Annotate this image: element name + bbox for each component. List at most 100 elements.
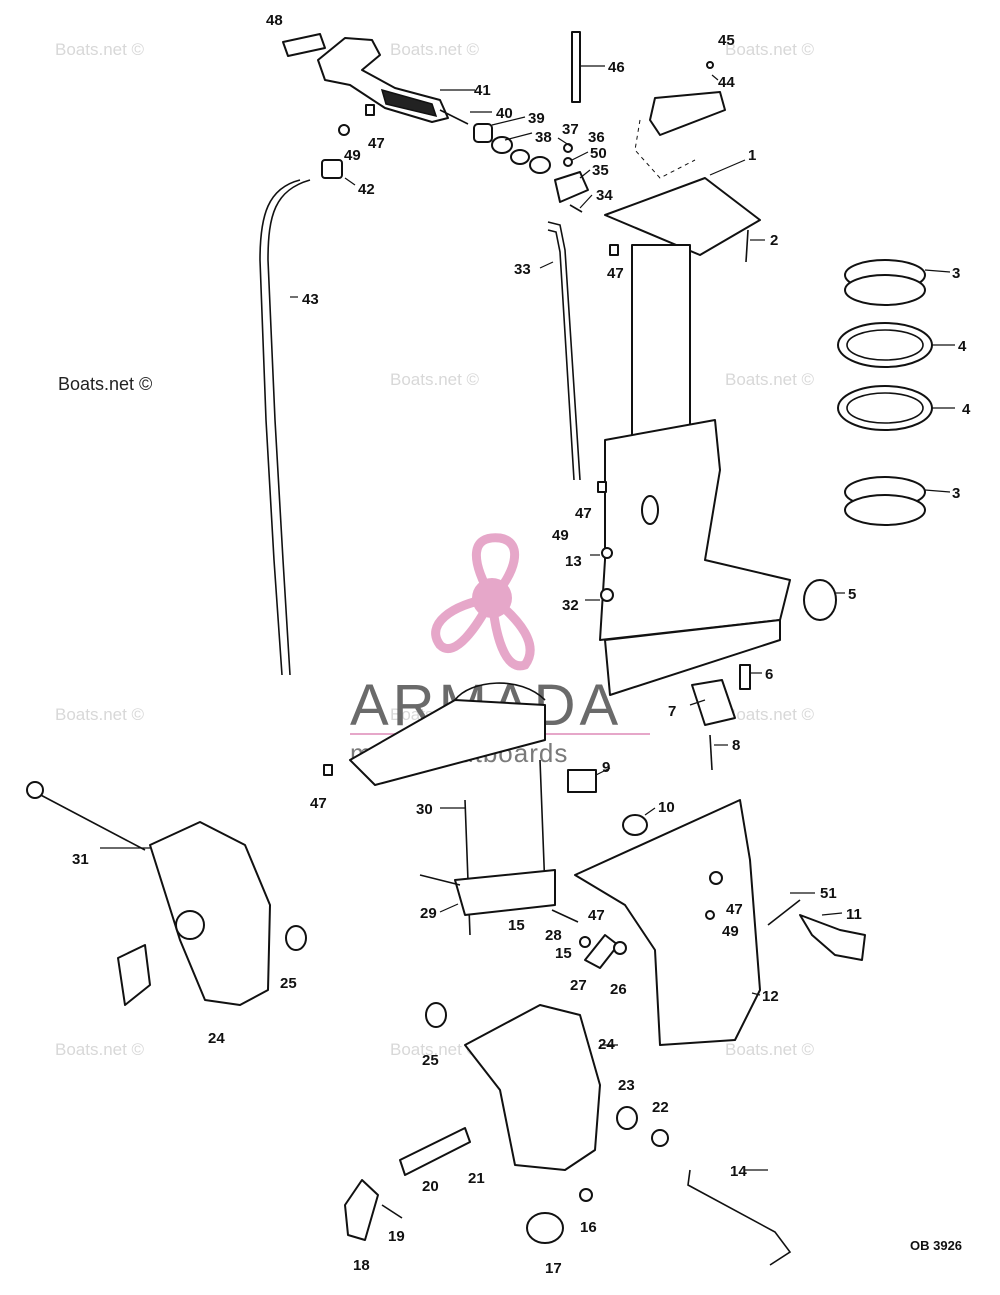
part-38-washer-b bbox=[529, 156, 551, 174]
part-20-clamp-screw bbox=[399, 1127, 471, 1176]
callout-37: 37 bbox=[562, 121, 579, 138]
part-1-tube bbox=[631, 244, 691, 441]
part-47-screw bbox=[365, 104, 375, 116]
part-9-pad bbox=[567, 769, 597, 793]
part-1-skeg bbox=[604, 619, 781, 696]
part-46-pin bbox=[571, 31, 581, 103]
callout-21: 21 bbox=[468, 1170, 485, 1187]
callout-3: 3 bbox=[952, 265, 960, 282]
callout-24: 24 bbox=[598, 1036, 615, 1053]
callout-2: 2 bbox=[770, 232, 778, 249]
part-35-bracket bbox=[554, 171, 589, 203]
part-47-screw-c bbox=[597, 481, 607, 493]
callout-6: 6 bbox=[765, 666, 773, 683]
part-28-pin bbox=[551, 909, 579, 923]
callout-15: 15 bbox=[508, 917, 525, 934]
callout-15: 15 bbox=[555, 945, 572, 962]
callout-14: 14 bbox=[730, 1163, 747, 1180]
part-42-nut bbox=[321, 159, 343, 179]
part-14-tilt-rod bbox=[687, 1169, 792, 1266]
part-43-cable bbox=[267, 179, 311, 676]
part-17-pad bbox=[526, 1212, 564, 1244]
propeller-hub bbox=[472, 578, 512, 618]
part-11-thumbscrew bbox=[799, 914, 866, 961]
part-10-bushing bbox=[622, 814, 648, 836]
callout-48: 48 bbox=[266, 12, 283, 29]
callout-47: 47 bbox=[588, 907, 605, 924]
leader-lines bbox=[100, 65, 955, 1171]
part-2-bolt bbox=[745, 229, 749, 263]
part-41-grip bbox=[380, 88, 438, 118]
callout-31: 31 bbox=[72, 851, 89, 868]
callout-10: 10 bbox=[658, 799, 675, 816]
part-18-handle bbox=[344, 1179, 379, 1241]
part-25-washer bbox=[285, 925, 307, 951]
part-12-swivel-bracket bbox=[574, 799, 761, 1046]
callout-numbers: 1 2 3 4 4 3 5 6 7 8 9 10 11 12 13 14 15 … bbox=[72, 12, 971, 1277]
callout-47: 47 bbox=[726, 901, 743, 918]
part-40-bushing bbox=[473, 123, 493, 143]
part-24-clamp-left bbox=[149, 821, 271, 1006]
part-1-adapter-plate bbox=[604, 177, 761, 256]
callout-29: 29 bbox=[420, 905, 437, 922]
callout-43: 43 bbox=[302, 291, 319, 308]
part-39-washer bbox=[491, 136, 513, 154]
watermark: Boats.net © bbox=[390, 1040, 480, 1059]
part-3-ring-lower bbox=[844, 274, 926, 306]
callout-49: 49 bbox=[552, 527, 569, 544]
part-19-pin bbox=[381, 1204, 403, 1219]
callout-7: 7 bbox=[668, 703, 676, 720]
callout-49: 49 bbox=[722, 923, 739, 940]
part-26-nut bbox=[613, 941, 627, 955]
callout-1: 1 bbox=[748, 147, 756, 164]
callout-13: 13 bbox=[565, 553, 582, 570]
part-30-upper bbox=[349, 699, 546, 786]
callout-41: 41 bbox=[474, 82, 491, 99]
callout-32: 32 bbox=[562, 597, 579, 614]
part-47-screw-d bbox=[323, 764, 333, 776]
callout-51: 51 bbox=[820, 885, 837, 902]
part-1-exhaust-housing bbox=[599, 419, 791, 641]
callout-47: 47 bbox=[607, 265, 624, 282]
callout-18: 18 bbox=[353, 1257, 370, 1274]
part-24-pad-left bbox=[175, 910, 205, 940]
callout-8: 8 bbox=[732, 737, 740, 754]
part-31-bolt bbox=[34, 791, 146, 851]
watermark: Boats.net © bbox=[55, 40, 145, 59]
callout-33: 33 bbox=[514, 261, 531, 278]
part-32-washer bbox=[600, 588, 614, 602]
watermark: Boats.net © bbox=[725, 705, 815, 724]
part-8-bolt bbox=[709, 734, 713, 771]
propeller-icon bbox=[431, 533, 535, 671]
callout-23: 23 bbox=[618, 1077, 635, 1094]
callout-46: 46 bbox=[608, 59, 625, 76]
part-7-plate bbox=[691, 679, 736, 726]
callout-28: 28 bbox=[545, 927, 562, 944]
part-16-screw bbox=[579, 1188, 593, 1202]
callout-24: 24 bbox=[208, 1030, 225, 1047]
callout-49: 49 bbox=[344, 147, 361, 164]
callout-3: 3 bbox=[952, 485, 960, 502]
part-1-port bbox=[641, 495, 659, 525]
callout-38: 38 bbox=[535, 129, 552, 146]
part-29-bolt bbox=[419, 874, 461, 886]
part-47-screw-b bbox=[609, 244, 619, 256]
callout-4: 4 bbox=[962, 401, 971, 418]
callout-36: 36 bbox=[588, 129, 605, 146]
part-47-nut-e bbox=[709, 871, 723, 885]
watermark-main: Boats.net © bbox=[58, 374, 152, 394]
callout-44: 44 bbox=[718, 74, 735, 91]
part-22-nut bbox=[651, 1129, 669, 1147]
callout-40: 40 bbox=[496, 105, 513, 122]
callout-25: 25 bbox=[422, 1052, 439, 1069]
callout-30: 30 bbox=[416, 801, 433, 818]
part-38-washer bbox=[510, 149, 530, 165]
diagram-code: OB 3926 bbox=[910, 1238, 962, 1253]
callout-39: 39 bbox=[528, 110, 545, 127]
part-6-pin bbox=[739, 664, 751, 690]
callout-11: 11 bbox=[846, 906, 862, 923]
part-49-washer bbox=[338, 124, 350, 136]
callout-42: 42 bbox=[358, 181, 375, 198]
watermark: Boats.net © bbox=[725, 40, 815, 59]
